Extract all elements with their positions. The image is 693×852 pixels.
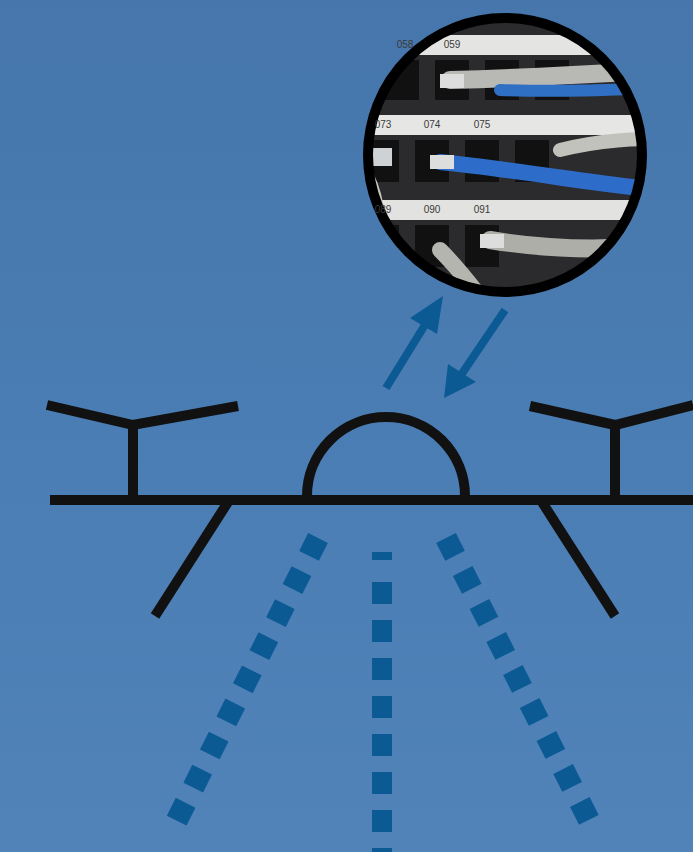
patch-panel-photo xyxy=(360,10,660,320)
port-number: 074 xyxy=(424,119,441,131)
photo-frame xyxy=(368,18,642,292)
port-number: 091 xyxy=(474,204,491,216)
port-number: 059 xyxy=(444,39,461,51)
link-arrows xyxy=(386,296,505,398)
port-number: 073 xyxy=(375,119,392,131)
port-number: 089 xyxy=(375,204,392,216)
port-number: 075 xyxy=(474,119,491,131)
signal-beams xyxy=(172,538,594,852)
port-number: 058 xyxy=(397,39,414,51)
port-number: 090 xyxy=(424,204,441,216)
drone-symbol xyxy=(47,405,693,616)
